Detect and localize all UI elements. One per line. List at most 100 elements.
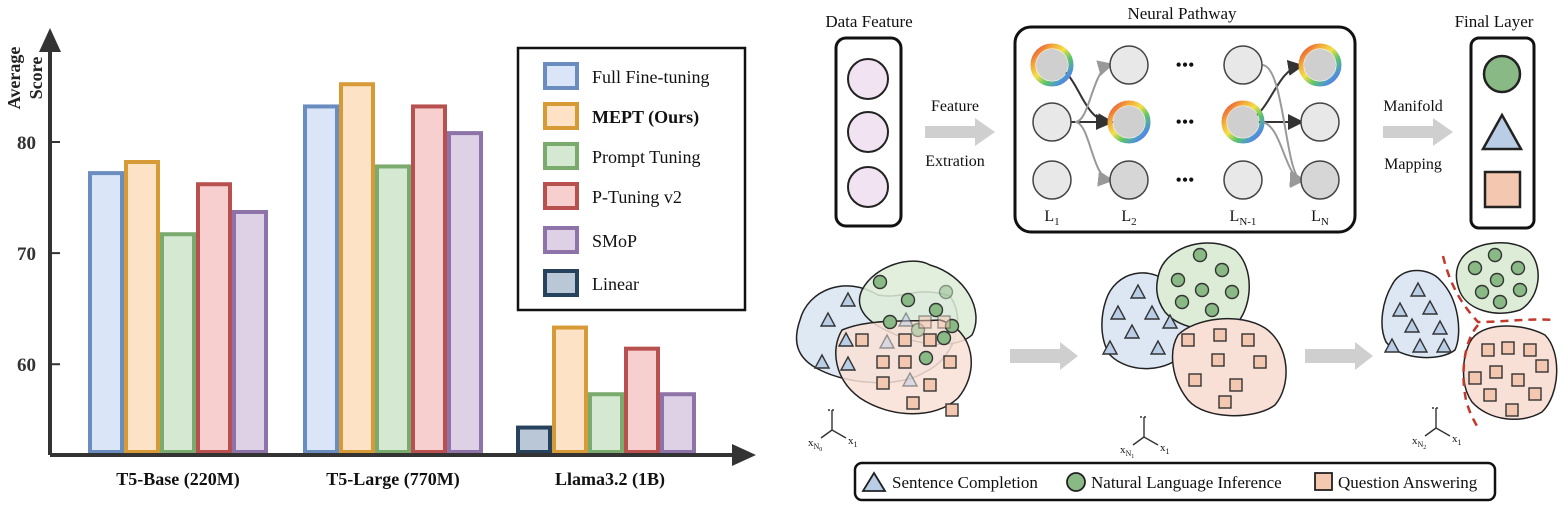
circle-point bbox=[872, 274, 888, 290]
layer-label-n-1: LN-1 bbox=[1230, 208, 1257, 228]
bar-prompt-tuning bbox=[375, 164, 411, 454]
square-point bbox=[1501, 341, 1515, 355]
bar-p-tuning-v2 bbox=[624, 346, 660, 454]
circle-point bbox=[938, 284, 954, 300]
square-point bbox=[1481, 343, 1495, 357]
square-point bbox=[1213, 328, 1227, 342]
square-point bbox=[1218, 395, 1232, 409]
circle-point bbox=[1467, 260, 1483, 276]
triangle-point bbox=[1101, 339, 1119, 355]
pathway-node bbox=[1032, 102, 1072, 142]
y-tick-label: 80 bbox=[17, 133, 36, 154]
square-point bbox=[855, 333, 869, 347]
ellipsis-dots: ••• bbox=[1176, 112, 1195, 132]
x-category-labels: T5-Base (220M)T5-Large (770M)Llama3.2 (1… bbox=[116, 469, 665, 490]
circle-point bbox=[1224, 284, 1240, 300]
manifold-mapping-label-2: Mapping bbox=[1384, 156, 1442, 173]
triangle-point bbox=[819, 311, 837, 327]
pathway-node bbox=[1109, 160, 1149, 200]
axis-line bbox=[820, 429, 833, 439]
pathway-node bbox=[1300, 102, 1340, 142]
circle-point bbox=[1474, 284, 1490, 300]
axis-line bbox=[1132, 436, 1145, 446]
final-circle-icon bbox=[1482, 54, 1522, 94]
triangle-point bbox=[1123, 323, 1141, 339]
legend-label: Linear bbox=[592, 274, 639, 294]
circle-point bbox=[1489, 272, 1505, 288]
legend-swatch bbox=[543, 102, 579, 130]
bar-prompt-tuning bbox=[160, 232, 196, 454]
triangle-point bbox=[1383, 337, 1401, 353]
active-node bbox=[1113, 106, 1145, 138]
pathway-node bbox=[1032, 160, 1072, 200]
circle-point bbox=[900, 292, 916, 308]
square-icon bbox=[1314, 472, 1333, 491]
bar-smop bbox=[232, 210, 268, 454]
x-category-label: T5-Base (220M) bbox=[116, 469, 239, 490]
feature-extraction-label-1: Feature bbox=[931, 98, 979, 115]
square-point bbox=[876, 376, 890, 390]
blob-question-answering bbox=[1171, 317, 1287, 417]
legend-question-answering: Question Answering bbox=[1338, 473, 1478, 492]
triangle-point bbox=[1391, 301, 1409, 317]
task-legend-box bbox=[853, 461, 1497, 502]
x-category-label: T5-Large (770M) bbox=[326, 469, 459, 490]
layer-label-1: L1 bbox=[1044, 208, 1059, 228]
legend-swatch bbox=[543, 269, 579, 297]
square-point bbox=[1511, 373, 1525, 387]
legend-swatch bbox=[543, 182, 579, 210]
legend-swatch bbox=[543, 62, 579, 90]
triangle-point bbox=[1129, 283, 1147, 299]
active-node-ring bbox=[1107, 100, 1151, 144]
bar-mept-ours- bbox=[124, 160, 160, 454]
bar-mept-ours- bbox=[552, 325, 588, 454]
axis-label-x1: x1 bbox=[1452, 433, 1462, 447]
final-layer-title: Final Layer bbox=[1455, 12, 1534, 31]
square-point bbox=[923, 378, 937, 392]
triangle-point bbox=[1411, 337, 1429, 353]
legend-swatch bbox=[543, 142, 579, 170]
circle-point bbox=[1174, 294, 1190, 310]
transition-arrow-1 bbox=[1010, 342, 1078, 370]
legend-label: P-Tuning v2 bbox=[592, 187, 682, 207]
pathway-node bbox=[1223, 45, 1263, 85]
y-tick-label: 70 bbox=[17, 244, 36, 265]
data-feature-title: Data Feature bbox=[825, 12, 912, 31]
circle-point bbox=[1214, 262, 1230, 278]
circle-point bbox=[1194, 282, 1210, 298]
bar-prompt-tuning bbox=[588, 392, 624, 455]
triangle-point bbox=[839, 291, 857, 307]
triangle-point bbox=[1109, 304, 1127, 320]
active-node-ring bbox=[1298, 43, 1342, 87]
panel3-points bbox=[1383, 247, 1549, 417]
manifold-panel-mixed bbox=[795, 260, 977, 417]
pathway-connection bbox=[1074, 121, 1114, 187]
circle-point bbox=[1204, 302, 1220, 318]
triangle-point bbox=[897, 311, 915, 327]
square-point bbox=[1188, 373, 1202, 387]
square-point bbox=[937, 315, 951, 329]
circle-point bbox=[936, 330, 952, 346]
y-tick-label: 60 bbox=[17, 355, 36, 376]
square-point bbox=[1523, 343, 1537, 357]
axis-label-x1: x1 bbox=[848, 435, 858, 449]
pathway-connection bbox=[1261, 121, 1306, 187]
manifold-panel-partial bbox=[1101, 242, 1287, 417]
square-point bbox=[1468, 371, 1482, 385]
circle-point bbox=[1492, 294, 1508, 310]
bar-smop bbox=[660, 392, 696, 455]
feature-extraction-arrow bbox=[925, 118, 995, 146]
pathway-node bbox=[1300, 160, 1340, 200]
layer-label-2: L2 bbox=[1121, 208, 1136, 228]
bar-full-fine-tuning bbox=[88, 171, 124, 454]
square-point bbox=[1181, 333, 1195, 347]
circle-point bbox=[1510, 260, 1526, 276]
triangle-point bbox=[1143, 304, 1161, 320]
square-point bbox=[943, 355, 957, 369]
panel2-points bbox=[1101, 247, 1267, 409]
square-point bbox=[1483, 388, 1497, 402]
axis-label-xn: xN0 bbox=[808, 437, 822, 453]
